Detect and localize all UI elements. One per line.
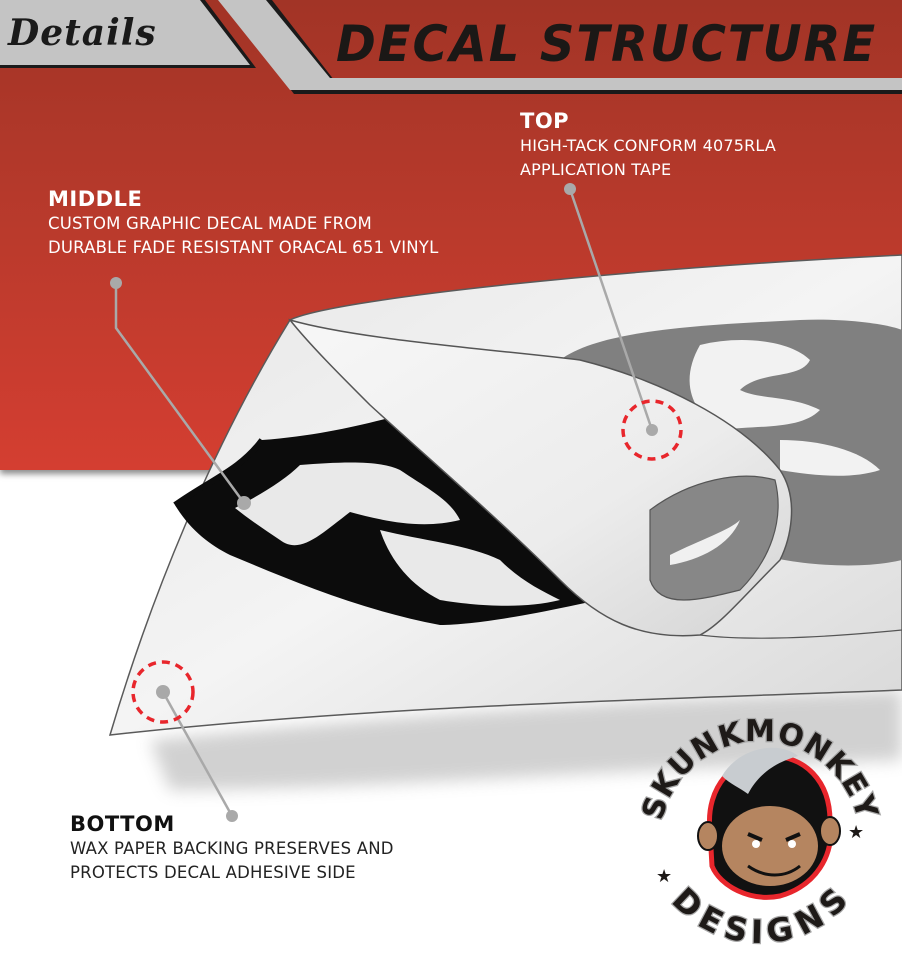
- header-band: [0, 0, 902, 94]
- monkey-mascot-icon: [697, 747, 841, 900]
- callout-bottom: BOTTOM WAX PAPER BACKING PRESERVES AND P…: [70, 811, 394, 885]
- star-icon-left: ★: [656, 866, 672, 887]
- callout-middle-heading: MIDDLE: [48, 187, 143, 211]
- pointer-bottom: [131, 660, 238, 822]
- pointer-middle: [110, 277, 251, 510]
- details-tag-label: Details: [8, 12, 157, 54]
- page-title: DECAL STRUCTURE: [336, 15, 878, 73]
- callout-bottom-line2: PROTECTS DECAL ADHESIVE SIDE: [70, 863, 356, 882]
- callout-bottom-heading: BOTTOM: [70, 812, 175, 836]
- skunkmonkey-logo: SKUNKMONKEY DESIGNS ★ ★: [634, 716, 884, 946]
- callout-bottom-line1: WAX PAPER BACKING PRESERVES AND: [70, 839, 394, 858]
- callout-top-heading: TOP: [520, 109, 570, 133]
- callout-middle-line1: CUSTOM GRAPHIC DECAL MADE FROM: [48, 214, 372, 233]
- callout-top-line1: HIGH-TACK CONFORM 4075RLA: [520, 136, 777, 155]
- callout-middle-line2: DURABLE FADE RESISTANT ORACAL 651 VINYL: [48, 238, 439, 257]
- callout-middle: MIDDLE CUSTOM GRAPHIC DECAL MADE FROM DU…: [48, 186, 438, 260]
- pointer-top: [564, 183, 683, 461]
- star-icon-right: ★: [848, 822, 864, 843]
- decal-black-vinyl: [173, 410, 640, 625]
- callout-top-line2: APPLICATION TAPE: [520, 160, 672, 179]
- callout-top: TOP HIGH-TACK CONFORM 4075RLA APPLICATIO…: [520, 108, 776, 182]
